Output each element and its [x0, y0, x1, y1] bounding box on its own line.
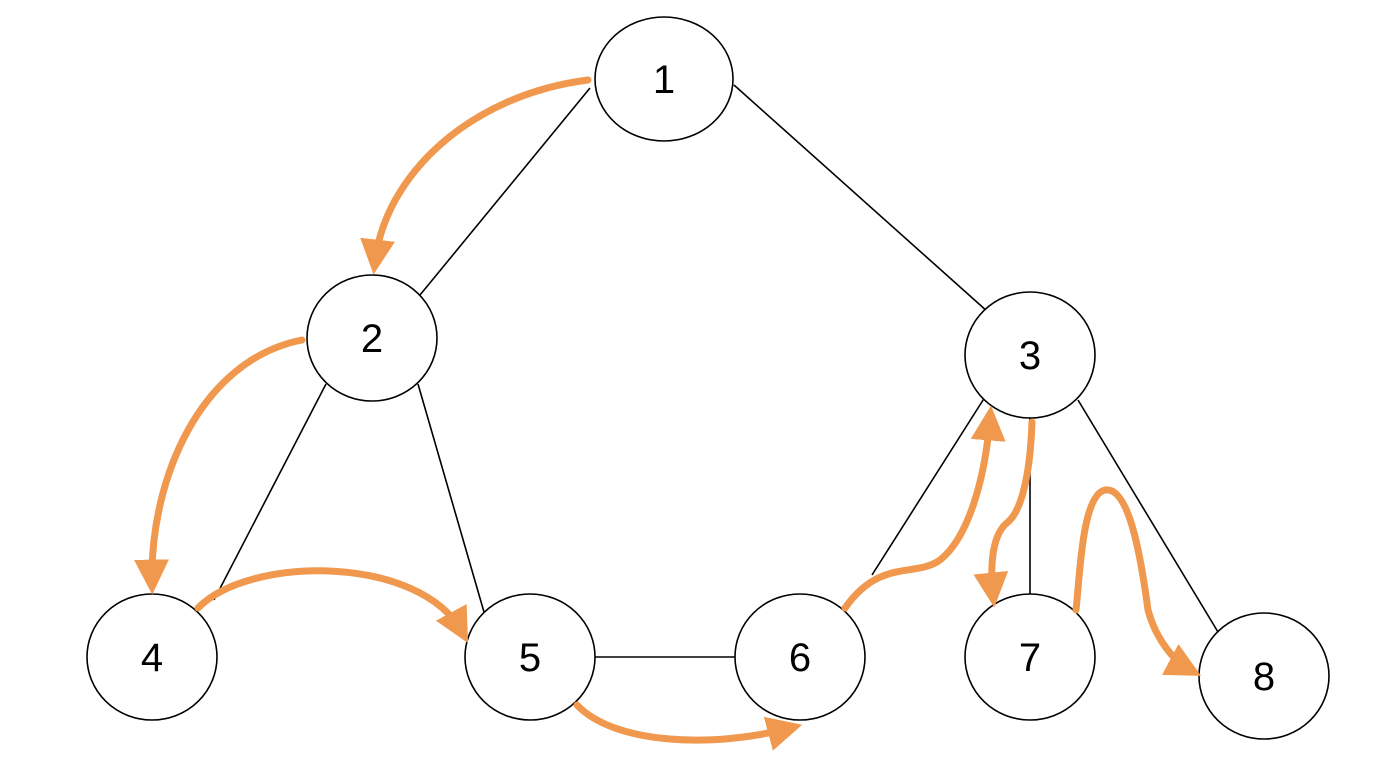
edge-2-5 — [417, 383, 485, 613]
node-circle — [1198, 612, 1330, 740]
node-circle — [464, 593, 596, 721]
traversal-arrow-6-to-3 — [841, 405, 1006, 612]
node-circle — [964, 291, 1096, 419]
traversal-arrow-5-to-6 — [573, 701, 803, 751]
node-label: 3 — [1019, 334, 1041, 378]
traversal-arrow-2-to-4 — [134, 336, 306, 595]
node-6: 6 — [734, 593, 866, 721]
node-2: 2 — [306, 274, 438, 402]
traversal-arrow-4-to-5 — [194, 567, 469, 644]
traversal-arrow-3-to-7 — [973, 418, 1036, 608]
node-circle — [306, 274, 438, 402]
edge-3-8 — [1077, 399, 1219, 633]
node-label: 4 — [141, 636, 163, 680]
edge-1-3 — [733, 84, 989, 313]
node-4: 4 — [86, 593, 218, 721]
node-label: 6 — [789, 636, 811, 680]
node-circle — [964, 593, 1096, 721]
node-3: 3 — [964, 291, 1096, 419]
edge-1-2 — [419, 87, 591, 296]
traversal-layer — [134, 76, 1202, 751]
nodes-layer: 1 2 3 4 5 6 7 8 — [86, 16, 1330, 740]
node-8: 8 — [1198, 612, 1330, 740]
node-5: 5 — [464, 593, 596, 721]
traversal-arrow-7-to-8 — [1072, 486, 1202, 676]
node-7: 7 — [964, 593, 1096, 721]
node-label: 1 — [653, 58, 675, 102]
node-label: 2 — [361, 317, 383, 361]
node-label: 7 — [1019, 636, 1041, 680]
node-circle — [594, 16, 734, 142]
edges-layer — [213, 84, 1219, 658]
edge-3-6 — [871, 396, 986, 576]
node-1: 1 — [594, 16, 734, 142]
node-label: 5 — [519, 636, 541, 680]
traversal-arrow-1-to-2 — [360, 76, 592, 275]
edge-2-4 — [213, 383, 327, 601]
node-label: 8 — [1253, 655, 1275, 699]
